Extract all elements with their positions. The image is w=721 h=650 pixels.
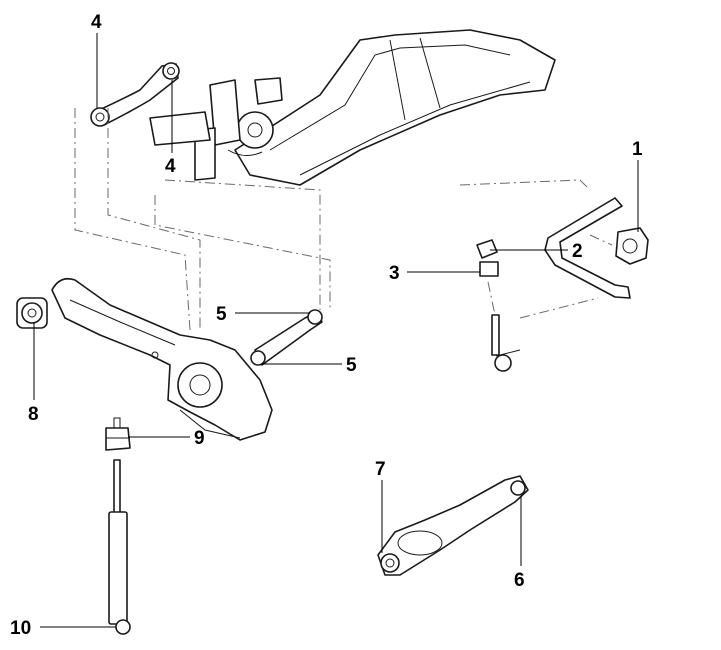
trailing-arm-bush [16,297,48,329]
spring-mount [105,417,131,451]
callout-7: 7 [375,459,386,480]
callout-5-upper: 5 [216,304,227,325]
rear-subframe [149,29,556,186]
callout-6: 6 [514,570,525,591]
assembly-lines [74,108,613,331]
anti-roll-bar-bush [615,227,649,265]
trailing-arm-knuckle [51,277,273,441]
drop-link [476,239,521,372]
anti-roll-bar [544,197,631,299]
callout-5-lower: 5 [346,355,357,376]
lower-control-arm [377,475,529,576]
upper-control-arm [90,62,180,127]
callout-2: 2 [572,241,583,262]
callout-9: 9 [194,428,205,449]
callouts: 1 2 3 4 4 5 5 6 7 8 9 10 [10,12,643,639]
callout-4-upper: 4 [91,12,102,33]
callout-1: 1 [632,139,643,160]
callout-3: 3 [389,263,400,284]
callout-4-lower: 4 [165,156,176,177]
leader-lines [33,33,639,628]
callout-10: 10 [10,618,31,639]
toe-link [250,309,323,366]
shock-absorber [108,459,131,635]
callout-8: 8 [28,404,39,425]
